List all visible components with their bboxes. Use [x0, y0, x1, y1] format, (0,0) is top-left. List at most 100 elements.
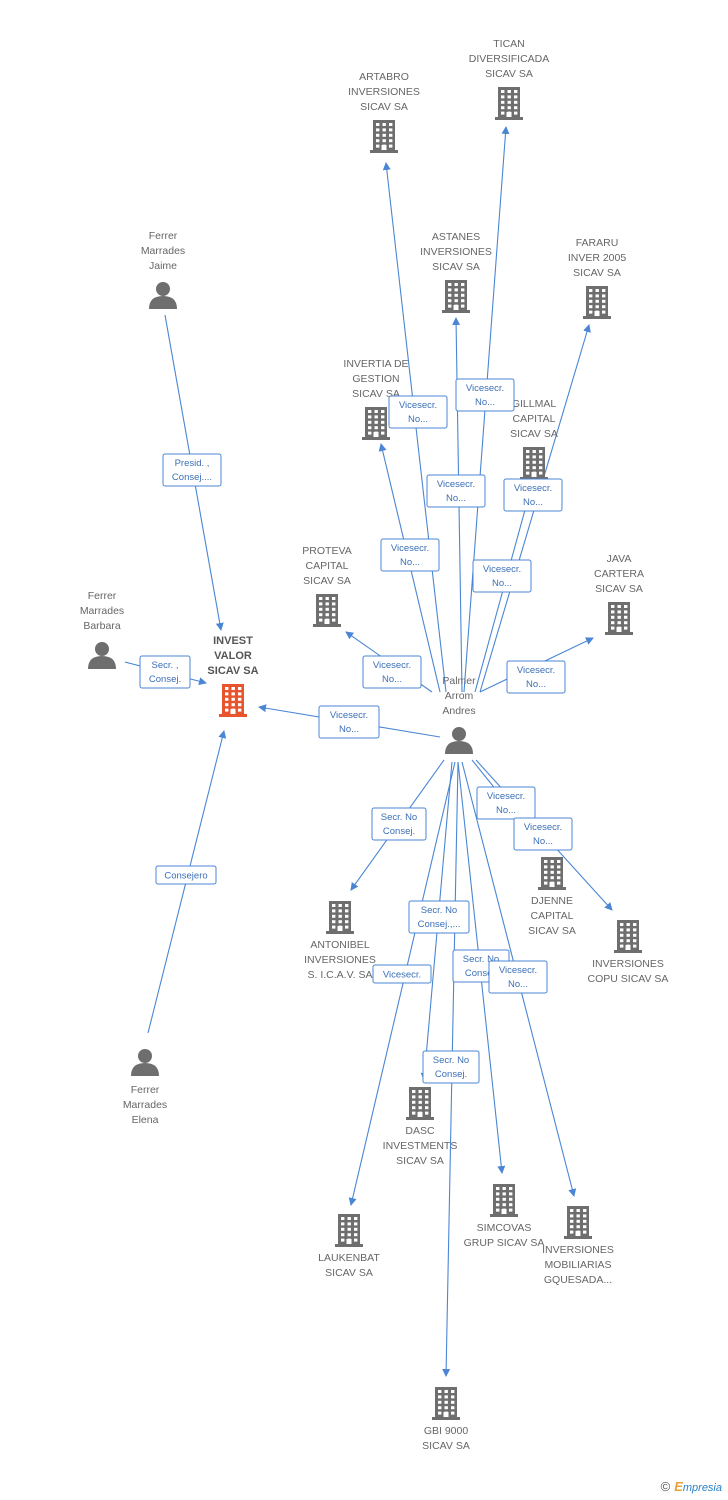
edge-label-text: No... [533, 836, 553, 847]
edge-label-text: Consejero [164, 871, 207, 882]
node-label: CAPITAL [513, 413, 556, 425]
node-label: GQUESADA... [544, 1274, 612, 1286]
company-node[interactable]: GILLMAL CAPITAL SICAV SA [510, 398, 558, 480]
node-label: GBI 9000 [424, 1425, 469, 1437]
edge-label-text: Vicesecr. [399, 400, 437, 411]
edge-label-text: No... [526, 679, 546, 690]
brand-footer[interactable]: ©Empresia [661, 1479, 722, 1494]
edge-label[interactable]: Vicesecr. No... [506, 660, 566, 694]
building-icon [442, 280, 470, 313]
node-label: DIVERSIFICADA [469, 53, 550, 65]
building-icon [605, 602, 633, 635]
edge-label-text: Vicesecr. [391, 543, 429, 554]
node-label: Marrades [80, 605, 124, 617]
node-label: SICAV SA [510, 428, 558, 440]
edge-label-box [155, 865, 217, 885]
edge-label-text: Vicesecr. [373, 660, 411, 671]
edge-label[interactable]: Consejero [155, 865, 217, 885]
node-label: CAPITAL [531, 910, 574, 922]
node-label: FARARU [576, 237, 619, 249]
edge-label-text: Vicesecr. [466, 383, 504, 394]
edge-label-text: No... [382, 674, 402, 685]
edge-label[interactable]: Vicesecr.No... [488, 960, 548, 994]
edge-label[interactable]: Vicesecr. [372, 964, 432, 984]
node-label: Ferrer [131, 1084, 160, 1096]
node-label: ASTANES [432, 231, 480, 243]
edge-label[interactable]: Vicesecr.No... [426, 474, 486, 508]
edge-label[interactable]: Vicesecr.No... [513, 817, 573, 851]
edge-label-box [408, 900, 470, 934]
building-icon [495, 87, 523, 120]
node-label: INVERSIONES [348, 86, 420, 98]
node-label: DJENNE [531, 895, 573, 907]
node-label: SICAV SA [325, 1267, 373, 1279]
edge-label-text: Vicesecr. [330, 710, 368, 721]
edge-label-box [139, 655, 191, 689]
edge-label[interactable]: Vicesecr. No... [380, 538, 440, 572]
edge-label-text: No... [508, 979, 528, 990]
person-icon [149, 282, 177, 309]
edge-label[interactable]: Vicesecr. No... [362, 655, 422, 689]
edge-labels-layer: Presid. ,Consej.... Secr. ,Consej. Conseje… [139, 378, 573, 1084]
edge-label[interactable]: Secr. ,Consej. [139, 655, 191, 689]
edge-label-box [513, 817, 573, 851]
edge-label-box [371, 807, 427, 841]
edge-label-box [455, 378, 515, 412]
edge-label[interactable]: Vicesecr.No... [455, 378, 515, 412]
edges-layer [124, 126, 613, 1377]
node-label: JAVA [607, 553, 632, 565]
building-icon [614, 920, 642, 953]
edge-label-text: No... [400, 557, 420, 568]
person-icon [131, 1049, 159, 1076]
edge-label-box [162, 453, 222, 487]
company-node[interactable]: LAUKENBAT SICAV SA [318, 1214, 380, 1279]
edge-label-box [318, 705, 380, 739]
edge-label[interactable]: Vicesecr.No... [318, 705, 380, 739]
edge-label-text: No... [446, 493, 466, 504]
node-label: LAUKENBAT [318, 1252, 380, 1264]
node-label: SICAV SA [485, 68, 533, 80]
edge-label[interactable]: Vicesecr.No... [476, 786, 536, 820]
building-icon [520, 447, 548, 480]
edge-label-box [476, 786, 536, 820]
person-icon [445, 727, 473, 754]
edge-label[interactable]: Secr. NoConsej.,... [408, 900, 470, 934]
node-label: PROTEVA [302, 545, 351, 557]
edge-label-text: Vicesecr. [383, 970, 421, 981]
edge-label-text: Vicesecr. [517, 665, 555, 676]
node-label: GILLMAL [512, 398, 557, 410]
node-label: SICAV SA [360, 101, 408, 113]
edge-label[interactable]: Vicesecr.No... [388, 395, 448, 429]
edge-label-text: Consej. [149, 674, 181, 685]
edge-label-box [422, 1050, 480, 1084]
edge-label[interactable]: Vicesecr.No... [472, 559, 532, 593]
node-label: GRUP SICAV SA [464, 1237, 545, 1249]
node-label: Barbara [83, 620, 121, 632]
edge-label-text: Presid. , [175, 458, 210, 469]
edge-label[interactable]: Vicesecr.No... [503, 478, 563, 512]
company-node[interactable]: INVERSIONESMOBILIARIASGQUESADA... [542, 1206, 614, 1286]
edge-label[interactable]: Presid. ,Consej.... [162, 453, 222, 487]
node-label: SICAV SA [207, 665, 258, 677]
